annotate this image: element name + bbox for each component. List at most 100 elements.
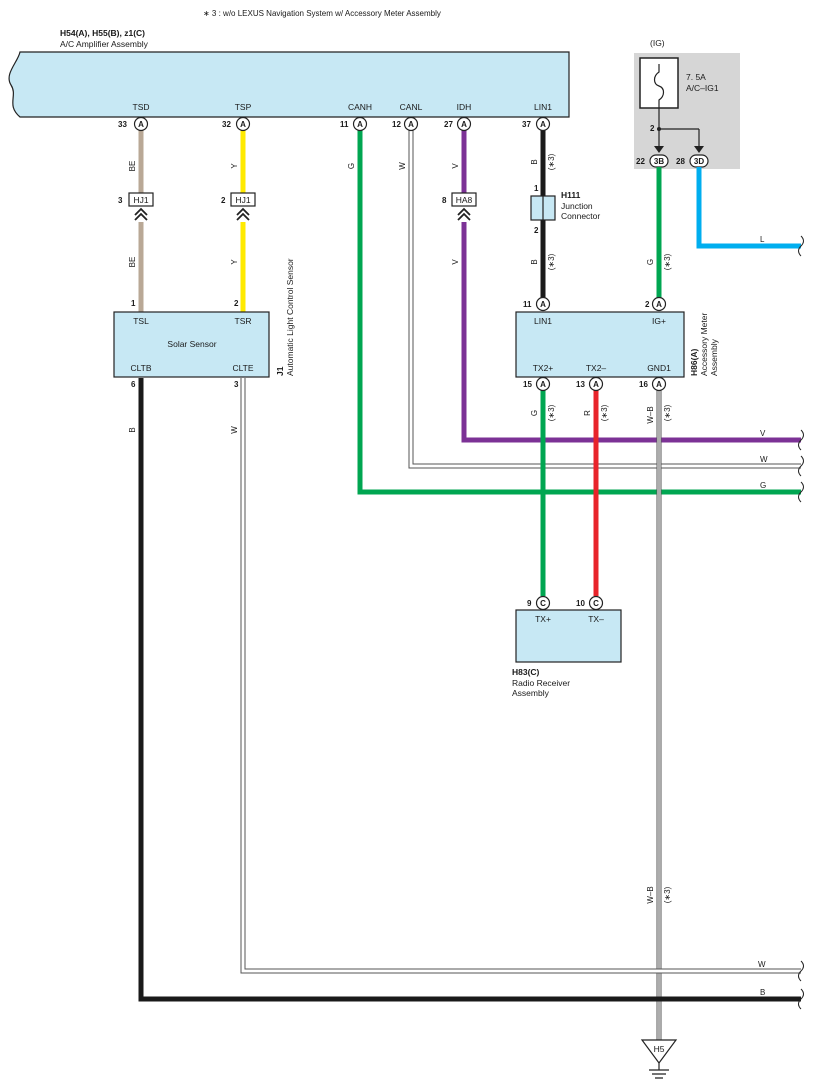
wire-label: R: [583, 410, 592, 416]
pin-conn: A: [593, 380, 599, 389]
meter-pin-label: LIN1: [534, 316, 552, 326]
junction-name-2: Connector: [561, 211, 600, 221]
solar-sensor-title: Solar Sensor: [167, 339, 216, 349]
wire-label: B: [530, 159, 539, 164]
sensor-pin-label: TSR: [235, 316, 252, 326]
amplifier-code: H54(A), H55(B), z1(C): [60, 28, 145, 38]
wire-label: G: [347, 163, 356, 169]
wire-idh: [461, 222, 801, 443]
wire-l: [696, 167, 801, 249]
wire-label: W–B: [646, 406, 655, 423]
junction-pin-bottom: 2: [534, 226, 539, 235]
radio-box: [515, 609, 622, 663]
fuse-arrow-icon: [654, 146, 664, 153]
sensor-pin-label: CLTE: [232, 363, 253, 373]
connector-chevron-icon: [236, 207, 250, 221]
wire-label: V: [451, 259, 460, 265]
sensor-pin-number: 6: [131, 380, 136, 389]
pin-number: 15: [523, 380, 532, 389]
wire-label: W: [760, 455, 768, 464]
conn-3b-label: 3B: [654, 157, 664, 166]
wire-label: W: [758, 960, 766, 969]
pin-label-canl: CANL: [400, 102, 423, 112]
pin-conn: A: [540, 300, 546, 309]
wire-canh: [357, 130, 801, 495]
meter-pin-label: IG+: [652, 316, 666, 326]
connector-name: HJ1: [235, 195, 250, 205]
wire-label: V: [451, 163, 460, 169]
connector-pin: 3: [118, 196, 123, 205]
connector-chevron-icon: [134, 207, 148, 221]
wire-label: BE: [128, 161, 137, 172]
ground-point: H5: [640, 1039, 678, 1079]
fuse-symbol-icon: [653, 64, 665, 104]
amplifier-pins: A 33 A 32 A 11 A 12 A 27 A 37: [118, 116, 551, 132]
conn-3d-pin: 28: [676, 157, 685, 166]
meter-box: [515, 311, 685, 378]
wire-label: G: [530, 410, 539, 416]
accessory-meter: A 11 A 2 LIN1 IG+ TX2+ TX2– GND1 A 15 A …: [515, 296, 719, 392]
radio-pin-label: TX–: [588, 614, 604, 624]
wire-label: (∗3): [600, 404, 609, 421]
wire-label: (∗3): [663, 886, 672, 903]
wire-label: V: [760, 429, 766, 438]
pin-number: 2: [645, 300, 650, 309]
note-text: ∗ 3 : w/o LEXUS Navigation System w/ Acc…: [203, 9, 441, 18]
wire-break-marks: [798, 235, 804, 1010]
meter-pin-label: GND1: [647, 363, 671, 373]
pin-conn: A: [540, 380, 546, 389]
wires: [138, 130, 801, 1040]
fuse-name: A/C–IG1: [686, 83, 719, 93]
fuse-arrow-icon: [694, 146, 704, 153]
connector-name: HA8: [456, 195, 473, 205]
radio-name-1: Radio Receiver: [512, 678, 570, 688]
solar-sensor-box: [113, 311, 270, 378]
wire-cltb: [138, 378, 801, 1002]
sensor-pin-number: 2: [234, 299, 239, 308]
amplifier-name: A/C Amplifier Assembly: [60, 39, 149, 49]
pin-number: 33: [118, 120, 127, 129]
pin-number: 27: [444, 120, 453, 129]
pin-number: 13: [576, 380, 585, 389]
wire-label: B: [530, 259, 539, 264]
meter-code: H86(A): [689, 348, 699, 376]
ground-triangle: [640, 1039, 678, 1065]
junction-connector: 1 2 H111 Junction Connector: [530, 184, 600, 235]
pin-label-tsp: TSP: [235, 102, 252, 112]
wire-clte: [241, 378, 801, 973]
pin-conn: A: [540, 120, 546, 129]
pin-conn: C: [540, 599, 546, 608]
pin-number: 37: [522, 120, 531, 129]
wire-label: Y: [230, 163, 239, 169]
fuse-pin-number: 2: [650, 124, 655, 133]
connector-chevron-icon: [457, 207, 471, 221]
connector-pin: 2: [221, 196, 226, 205]
sensor-pin-number: 3: [234, 380, 239, 389]
pin-conn: A: [408, 120, 414, 129]
junction-code: H111: [561, 190, 581, 200]
radio-name-2: Assembly: [512, 688, 550, 698]
pin-label-idh: IDH: [457, 102, 472, 112]
pin-conn: C: [593, 599, 599, 608]
connector-pin: 8: [442, 196, 447, 205]
wire-label: W: [230, 426, 239, 434]
wire-label: (∗3): [663, 404, 672, 421]
pin-number: 11: [523, 300, 532, 309]
wire-label: W–B: [646, 886, 655, 903]
wire-label: G: [760, 481, 766, 490]
wire-label: B: [760, 988, 765, 997]
sensor-code: J1: [275, 366, 285, 376]
wire-label: W: [398, 162, 407, 170]
pin-conn: A: [138, 120, 144, 129]
wire-label: (∗3): [547, 153, 556, 170]
radio-receiver: C 9 C 10 TX+ TX– H83(C) Radio Receiver A…: [512, 595, 622, 698]
wire-label: L: [760, 235, 765, 244]
wire-label: Y: [230, 259, 239, 265]
pin-number: 10: [576, 599, 585, 608]
pin-conn: A: [656, 300, 662, 309]
meter-pin-label: TX2+: [533, 363, 554, 373]
meter-name-2: Assembly: [709, 338, 719, 376]
fuse-node: [657, 127, 661, 131]
conn-3d-label: 3D: [694, 157, 704, 166]
